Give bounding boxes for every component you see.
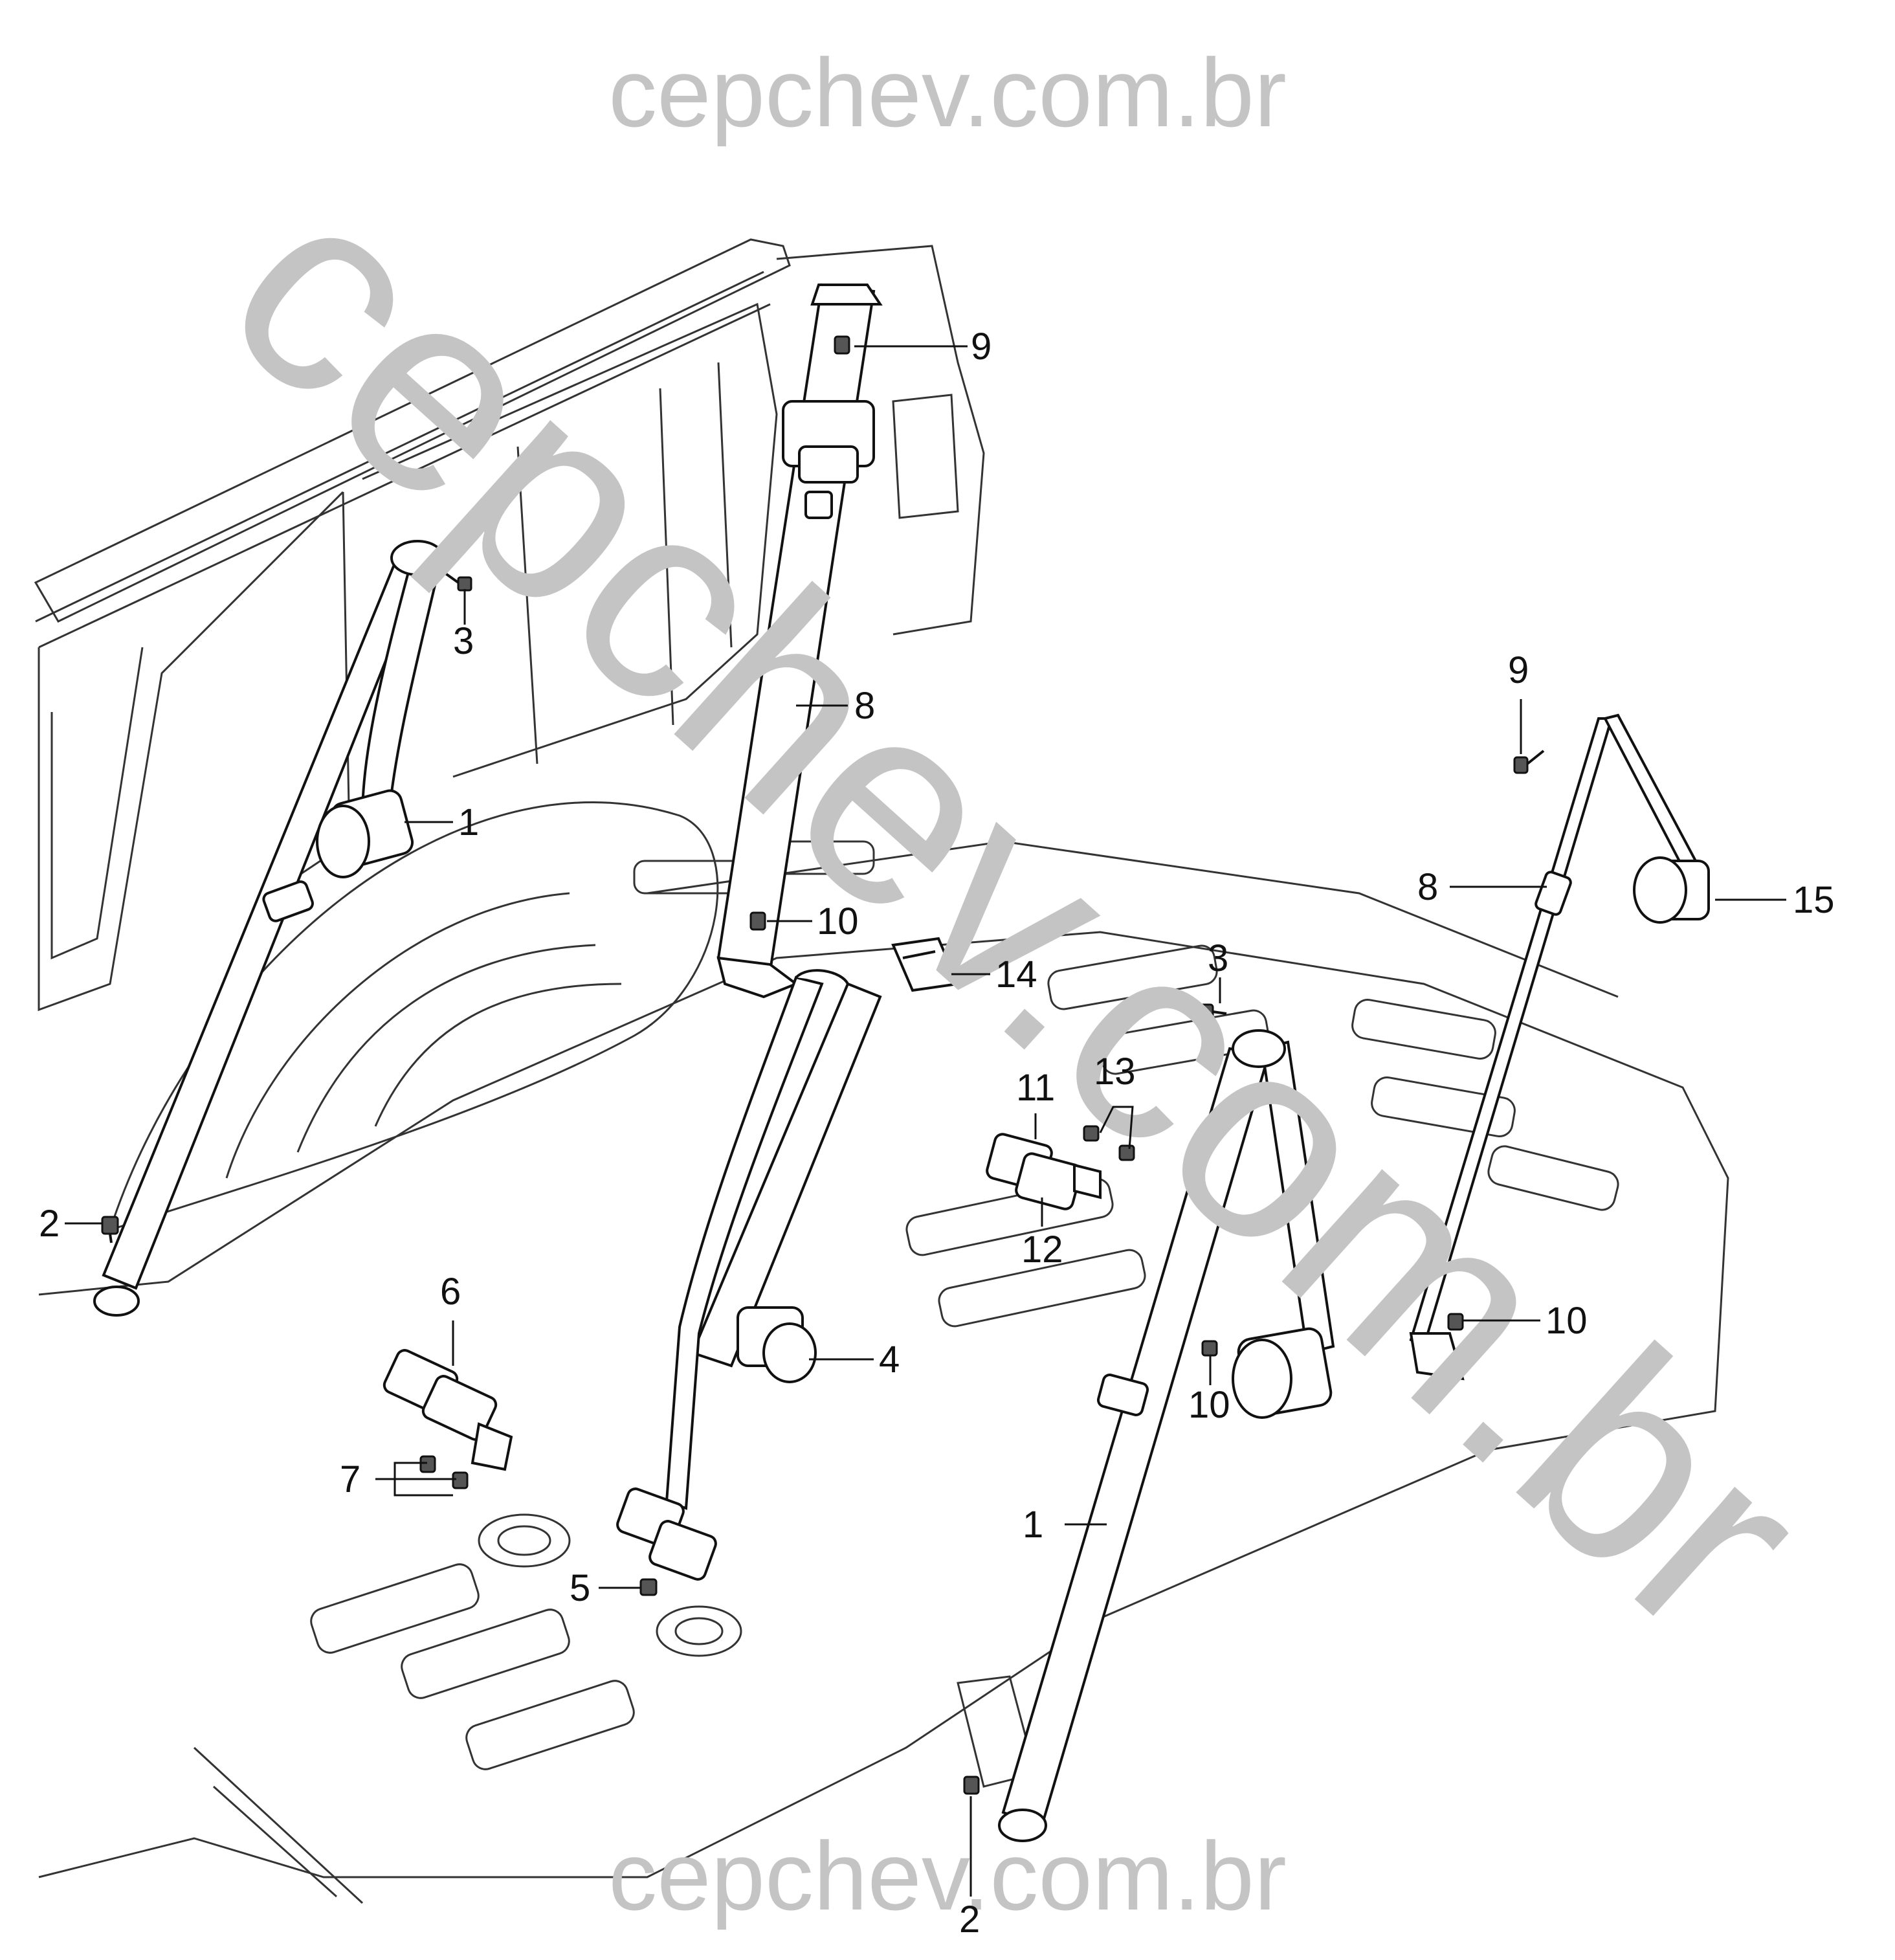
callout-8: 8	[854, 685, 875, 727]
callout-1-right: 1	[1023, 1504, 1043, 1546]
center-belt-anchor	[716, 956, 799, 999]
bolt-3-upper-left	[439, 568, 472, 592]
right-outboard-seat-belt	[963, 1029, 1335, 1842]
watermark-top: cepchev.com.br	[608, 38, 1287, 147]
center-lap-retractor	[737, 1306, 817, 1383]
double-buckle-assembly	[986, 1125, 1135, 1210]
center-lap-belt	[616, 969, 882, 1596]
bolt-2-lower-right	[963, 1776, 980, 1795]
callout-3: 3	[453, 620, 474, 662]
callout-13: 13	[1094, 1051, 1136, 1093]
callout-10-right-floor: 10	[1188, 1384, 1230, 1426]
callout-2-bottom: 2	[959, 1899, 980, 1941]
callout-6: 6	[440, 1271, 461, 1313]
bolt-10-center	[749, 911, 766, 931]
left-buckle-assembly	[382, 1349, 513, 1489]
callout-8-right: 8	[1417, 866, 1438, 908]
callout-3-right: 3	[1208, 937, 1228, 979]
bolt-10-right-floor	[1201, 1340, 1218, 1357]
callout-4: 4	[879, 1339, 900, 1381]
bolt-9-right	[1513, 750, 1545, 774]
callout-15: 15	[1793, 879, 1835, 921]
callout-1: 1	[458, 801, 479, 843]
bolt-9-center	[834, 335, 850, 355]
bolts-7	[419, 1455, 469, 1489]
floor-holes	[478, 1513, 742, 1657]
bolt-3-right	[1197, 1003, 1227, 1020]
right-retractor-15	[1633, 856, 1710, 924]
center-upper-belt	[716, 283, 883, 999]
belt-guide-pad	[891, 937, 960, 992]
bolt-10-right	[1447, 1313, 1464, 1331]
callout-9-right: 9	[1508, 649, 1529, 691]
right-retractor	[1232, 1327, 1333, 1419]
right-third-row-belt	[1409, 713, 1710, 1381]
left-retractor	[316, 789, 414, 878]
callout-10-far-right: 10	[1546, 1300, 1588, 1342]
center-buckle	[616, 1487, 717, 1581]
callout-7: 7	[340, 1458, 360, 1500]
callout-2: 2	[39, 1203, 60, 1245]
bolt-5	[639, 1578, 658, 1596]
bolts-13	[1083, 1125, 1135, 1161]
watermark-bottom: cepchev.com.br	[608, 1821, 1287, 1930]
vehicle-body	[34, 238, 1729, 1904]
callout-11: 11	[1016, 1067, 1055, 1109]
bolt-2-lower-left	[101, 1216, 119, 1243]
callout-9: 9	[971, 326, 992, 368]
callout-14: 14	[995, 953, 1037, 996]
anchor-right	[1409, 1332, 1465, 1381]
callout-5: 5	[570, 1567, 590, 1609]
callouts: 9 3 8 1 10 14 3 13 11 12 2 6	[39, 326, 1835, 1941]
left-outboard-seat-belt	[93, 540, 472, 1317]
callout-12: 12	[1021, 1229, 1063, 1271]
callout-10: 10	[817, 900, 859, 942]
